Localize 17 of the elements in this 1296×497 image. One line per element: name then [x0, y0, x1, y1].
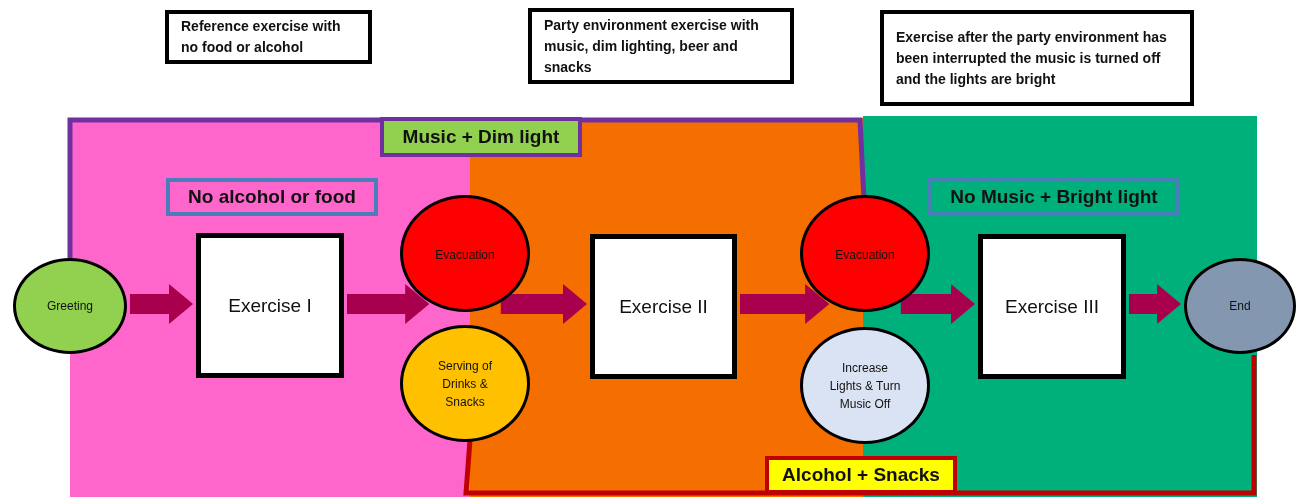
note-box: Reference exercise with no food or alcohol — [165, 10, 372, 64]
process-box: Exercise I — [196, 233, 344, 378]
arrow — [740, 284, 830, 324]
region-label: No alcohol or food — [166, 178, 378, 216]
note-box: Party environment exercise with music, dim lighting, beer and snacks — [528, 8, 794, 84]
arrow — [347, 284, 430, 324]
start-circle: Greeting — [13, 258, 127, 354]
note-box: Exercise after the party environment has been interrupted the music is turned off and the lights are bright — [880, 10, 1194, 106]
arrow — [1129, 284, 1182, 324]
arrow — [129, 284, 193, 324]
region-label: Music + Dim light — [380, 117, 582, 157]
process-box: Exercise III — [978, 234, 1126, 379]
arrow — [900, 284, 975, 324]
arrow — [500, 284, 587, 324]
process-box: Exercise II — [590, 234, 737, 379]
region-label: No Music + Bright light — [928, 178, 1180, 216]
region-label: Alcohol + Snacks — [765, 456, 957, 494]
